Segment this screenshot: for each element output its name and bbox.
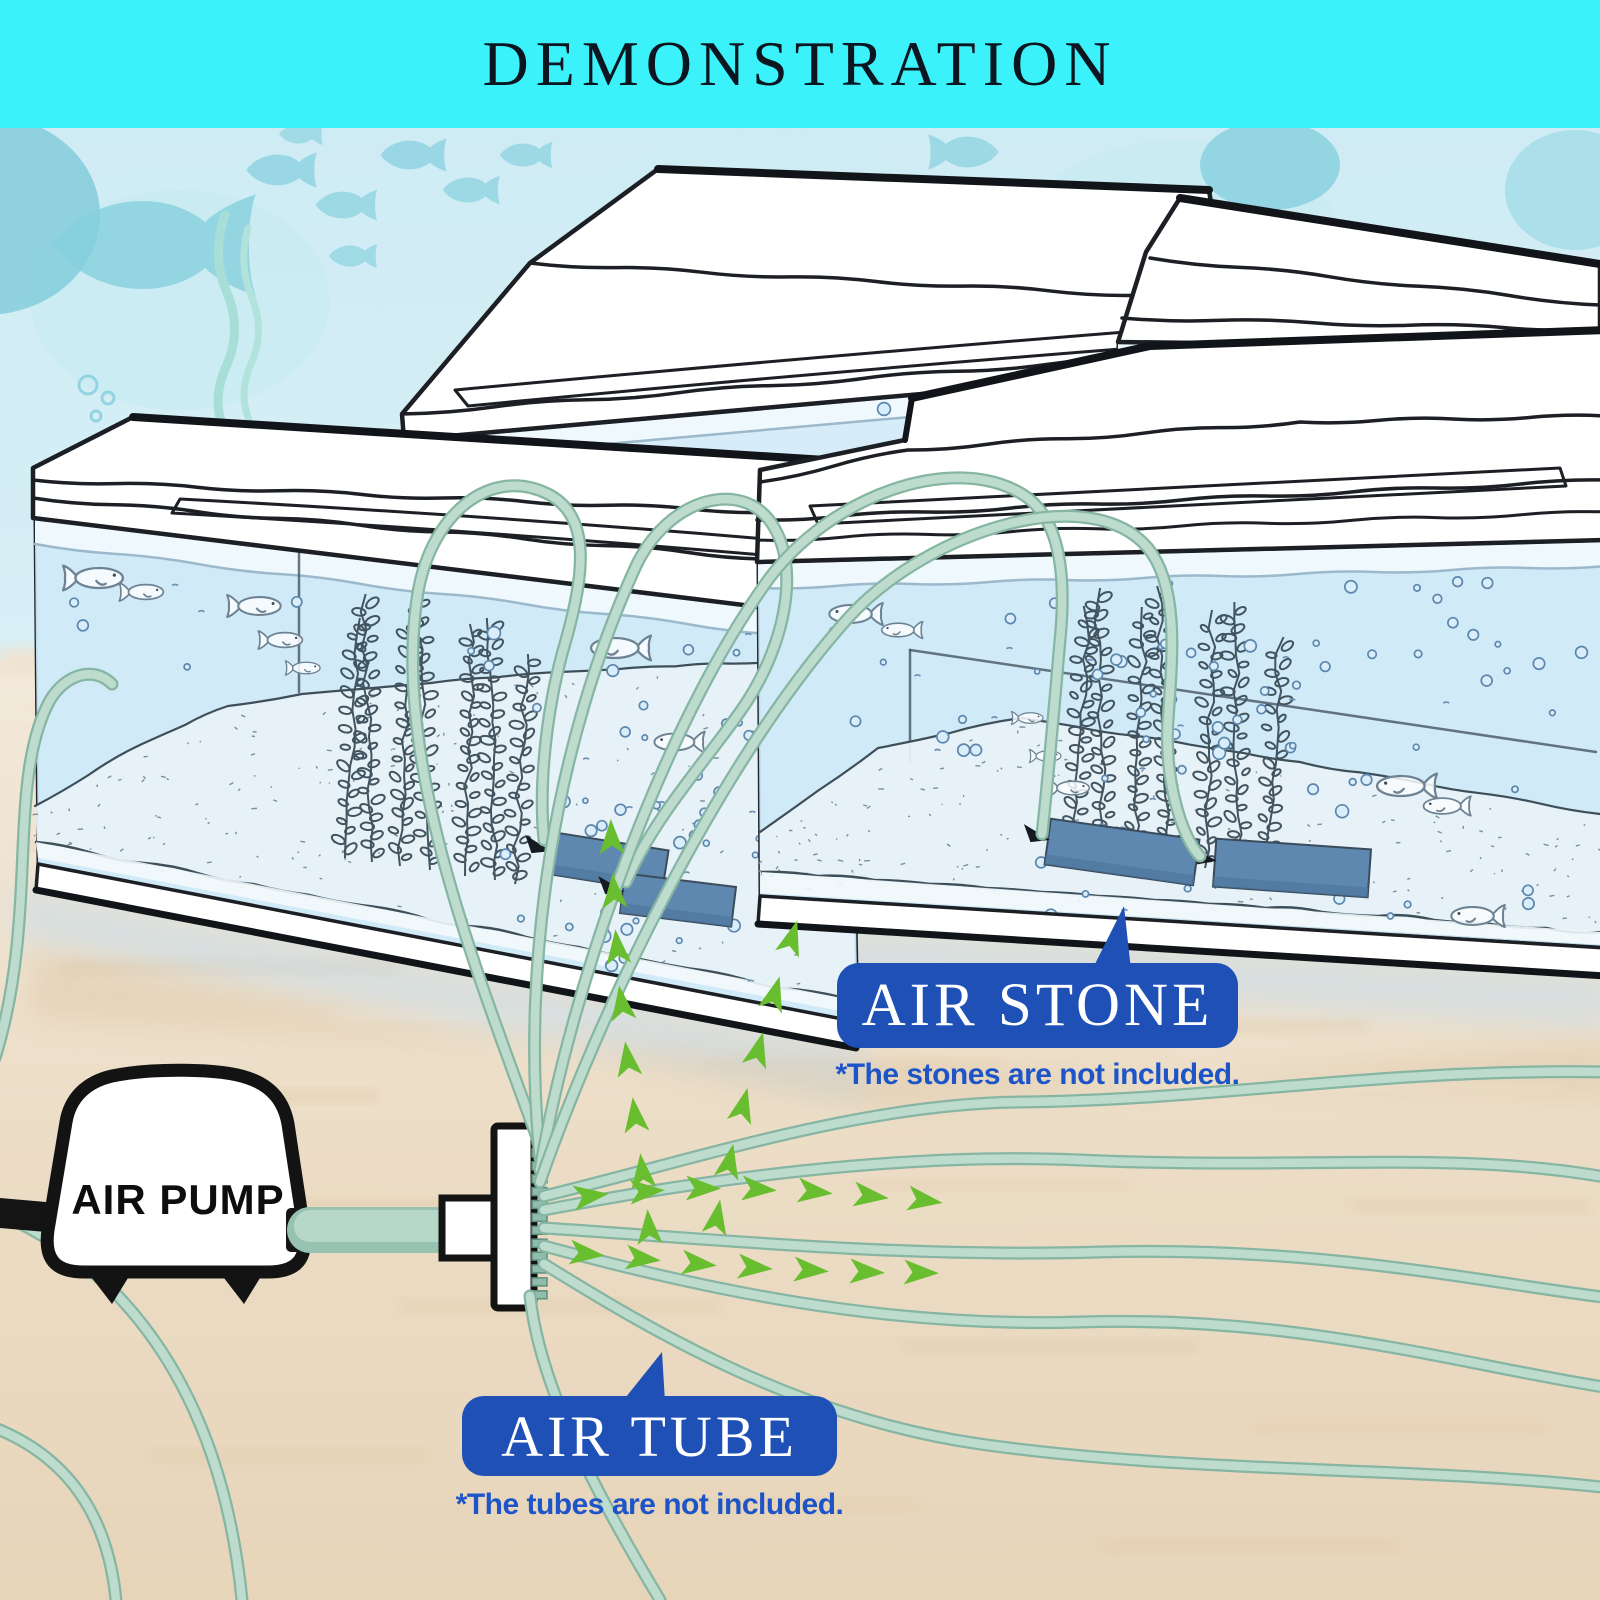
air-flow-arrow bbox=[637, 1209, 663, 1245]
aquatic-plant bbox=[351, 593, 386, 863]
air-flow-arrow bbox=[906, 1185, 943, 1211]
air-flow-arrow bbox=[793, 1256, 829, 1282]
air-flow-arrow bbox=[903, 1259, 939, 1285]
air-flow-arrow bbox=[849, 1258, 885, 1284]
aquatic-plant bbox=[1257, 636, 1295, 873]
aquatic-plant bbox=[503, 653, 542, 885]
air-flow-arrow bbox=[606, 929, 632, 966]
wall-fish-decoration bbox=[928, 134, 999, 170]
air-flow-arrow bbox=[741, 1032, 767, 1070]
wall-fish-decoration bbox=[246, 152, 317, 188]
air-tube-callout-pointer bbox=[622, 1352, 665, 1402]
wall-fish-decoration bbox=[328, 243, 378, 269]
air-flow-arrow bbox=[599, 819, 625, 855]
fish bbox=[1010, 710, 1044, 726]
air-tube-line bbox=[0, 1423, 123, 1600]
wall-fish-decoration bbox=[279, 123, 323, 145]
air-flow-arrow bbox=[617, 1041, 643, 1078]
wall-fish-decoration bbox=[380, 138, 447, 172]
air-flow-arrow bbox=[624, 1097, 650, 1134]
bubbles bbox=[68, 583, 303, 671]
air-flow-arrow bbox=[726, 1088, 752, 1126]
air-flow-arrow bbox=[624, 1244, 661, 1270]
aquatic-plant bbox=[1084, 587, 1121, 861]
air-tube-line bbox=[533, 471, 1069, 1177]
air-flow-arrow bbox=[568, 1239, 605, 1265]
air-flow-arrow bbox=[631, 1153, 657, 1190]
fish bbox=[1375, 772, 1439, 800]
tank-shadow bbox=[15, 885, 865, 1100]
air-flow-arrow bbox=[572, 1185, 609, 1211]
air-flow-arrow bbox=[602, 873, 628, 909]
air-flow-arrow bbox=[775, 920, 799, 958]
air-tube-line bbox=[537, 1065, 1600, 1203]
fish-tank-front-left bbox=[30, 413, 862, 1052]
wall-bubbles bbox=[77, 374, 116, 423]
fish bbox=[1450, 903, 1506, 929]
header-banner: DEMONSTRATION bbox=[0, 0, 1600, 128]
air-tube-line bbox=[528, 492, 794, 1165]
air-flow-arrow bbox=[852, 1181, 889, 1207]
fish bbox=[257, 630, 304, 650]
air-pump-label: AIR PUMP bbox=[71, 1176, 284, 1223]
air-flow-arrow bbox=[757, 976, 783, 1014]
air-stone-callout-text: AIR STONE bbox=[861, 971, 1214, 1039]
fish bbox=[1422, 795, 1472, 817]
wall-fish-decoration bbox=[53, 194, 256, 296]
fish bbox=[118, 582, 165, 602]
fish-tank-front-right bbox=[754, 326, 1600, 980]
watercolor-blob bbox=[1505, 130, 1600, 250]
air-flow-arrow bbox=[796, 1177, 833, 1203]
air-tube-line bbox=[533, 509, 1207, 1189]
air-flow-arrows bbox=[568, 819, 943, 1285]
air-tube-line bbox=[406, 479, 587, 1153]
fish bbox=[226, 593, 282, 619]
air-pump bbox=[0, 1063, 312, 1304]
air-tube-callout: AIR TUBE bbox=[462, 1396, 837, 1476]
air-flow-arrow bbox=[713, 1143, 739, 1181]
air-tube-line bbox=[537, 1239, 1600, 1393]
wall-fish-decoration bbox=[499, 141, 553, 169]
air-flow-arrow bbox=[701, 1199, 727, 1237]
fish bbox=[284, 660, 321, 676]
air-stone-note: *The stones are not included. bbox=[835, 1058, 1240, 1091]
wall-fish-decoration bbox=[315, 189, 378, 221]
air-tube-line bbox=[0, 667, 119, 1063]
air-inlet-nozzle bbox=[525, 834, 552, 854]
fish bbox=[880, 620, 924, 640]
aquatic-plant bbox=[1121, 606, 1159, 863]
air-flow-arrow bbox=[680, 1249, 717, 1275]
header-title: DEMONSTRATION bbox=[482, 28, 1118, 99]
manifold-outlet bbox=[531, 1277, 548, 1287]
fish bbox=[61, 564, 125, 592]
air-stone-callout: AIR STONE bbox=[837, 963, 1238, 1048]
aquatic-plant bbox=[451, 623, 486, 877]
tank-shadow bbox=[30, 950, 1600, 1110]
air-tube-callout-text: AIR TUBE bbox=[501, 1403, 798, 1469]
wall-fish-decoration bbox=[442, 175, 500, 205]
air-tube-line bbox=[537, 1257, 1600, 1494]
air-tube-note: *The tubes are not included. bbox=[455, 1488, 844, 1521]
air-flow-arrow bbox=[685, 1175, 721, 1201]
air-flow-arrow bbox=[629, 1179, 665, 1205]
watercolor-blob bbox=[1200, 120, 1340, 210]
air-tube-line bbox=[537, 1221, 1600, 1304]
air-flow-arrow bbox=[741, 1175, 777, 1201]
air-flow-arrow bbox=[611, 985, 637, 1022]
manifold-splitter bbox=[438, 1122, 548, 1312]
air-stone-callout-pointer bbox=[1092, 906, 1131, 970]
air-flow-arrow bbox=[736, 1253, 773, 1279]
